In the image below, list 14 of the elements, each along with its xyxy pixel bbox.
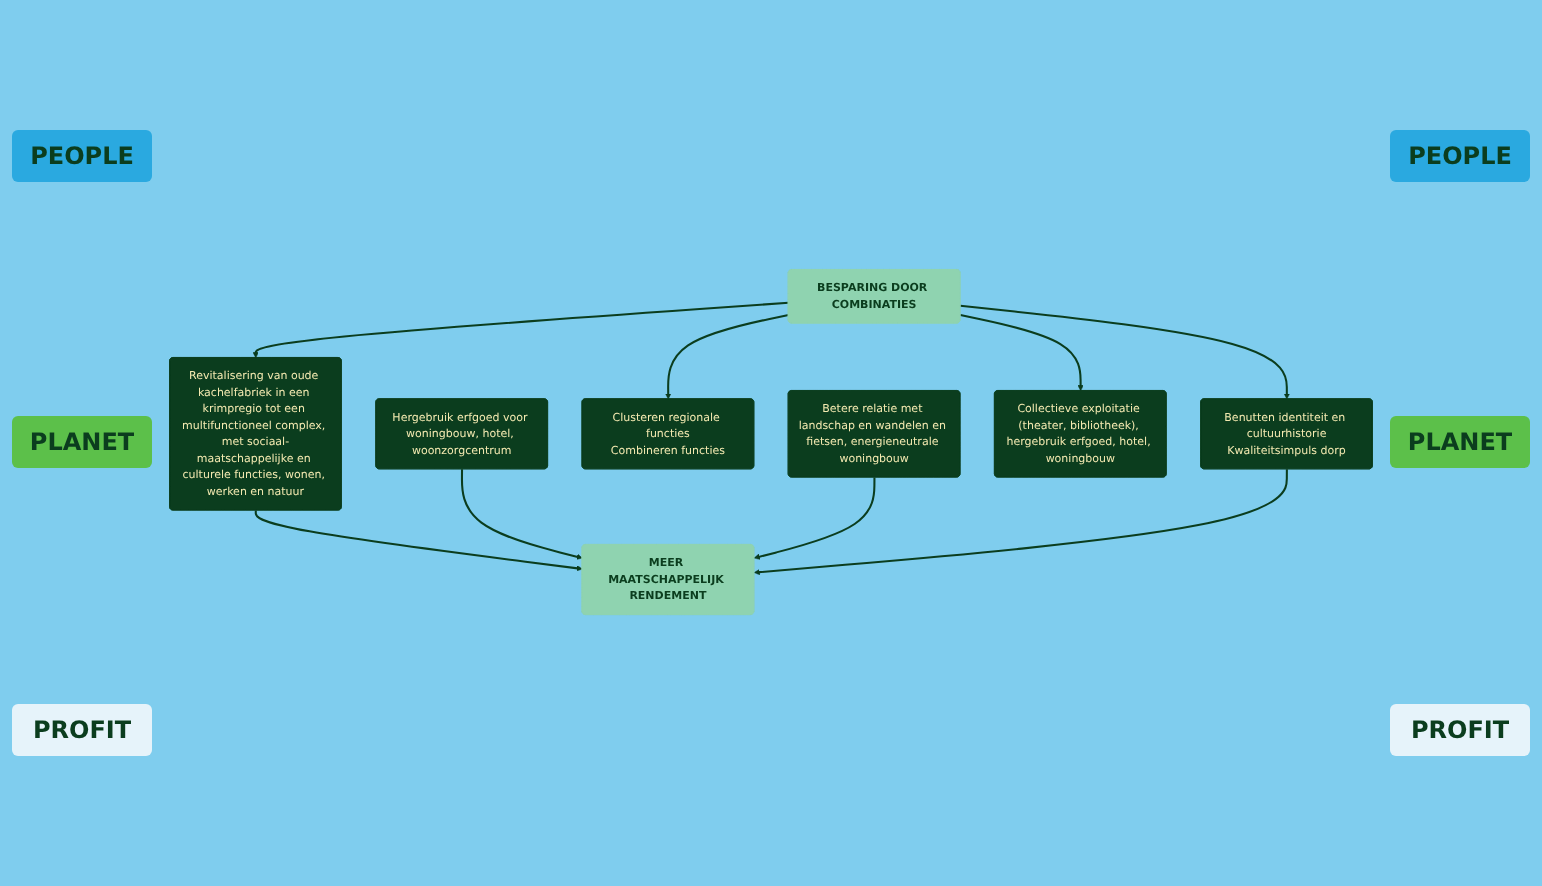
arrow (252, 302, 789, 360)
arrow (254, 511, 583, 573)
band-label: PROFIT (1390, 704, 1530, 757)
band-label: PEOPLE (1390, 129, 1530, 182)
band-label: PLANET (1390, 416, 1530, 469)
band-label: PROFIT (12, 704, 152, 757)
arrow (753, 470, 1288, 577)
arrow (960, 305, 1290, 401)
arrow (753, 478, 876, 561)
arrow (960, 314, 1084, 393)
band-label: PLANET (12, 416, 152, 469)
arrow (665, 314, 789, 401)
band-label: PEOPLE (12, 129, 152, 182)
arrow (460, 470, 583, 561)
